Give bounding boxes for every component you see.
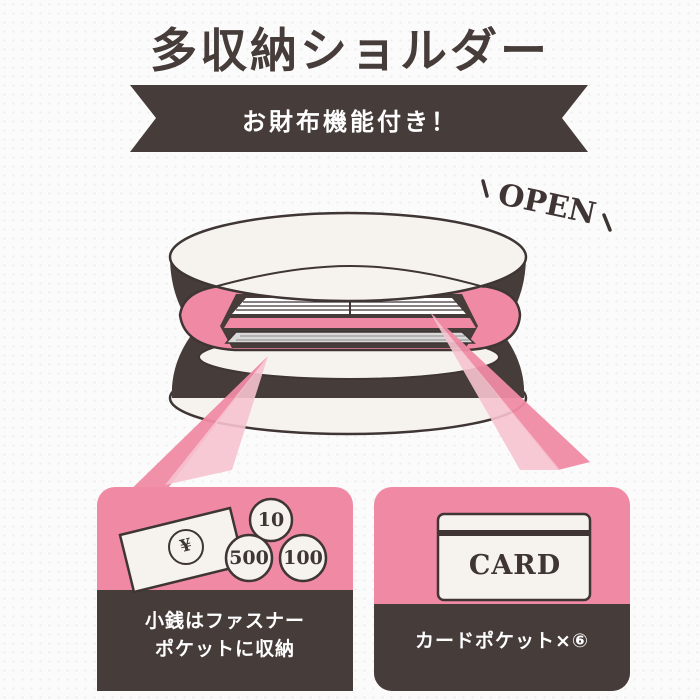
- card-panel: [374, 487, 630, 691]
- bag-illustration: [168, 211, 528, 436]
- coins-caption-line1: 小銭はファスナー: [144, 610, 305, 632]
- coin-10-label: 10: [257, 509, 285, 531]
- card-caption: カードポケット×⑥: [414, 630, 589, 652]
- coin-500-label: 500: [229, 547, 269, 569]
- ribbon-banner: [130, 85, 588, 152]
- sparkle-marks: [481, 179, 612, 232]
- pointer-beams: [120, 312, 590, 512]
- banner-text: お財布機能付き！: [242, 107, 458, 136]
- card-icon: [436, 512, 592, 602]
- coin-icons: [224, 497, 328, 583]
- card-label: CARD: [468, 549, 562, 581]
- coins-panel: [97, 487, 353, 691]
- coin-100-label: 100: [283, 547, 323, 569]
- page-title: 多収納ショルダー: [150, 23, 550, 79]
- coins-caption-line2: ポケットに収納: [154, 638, 295, 660]
